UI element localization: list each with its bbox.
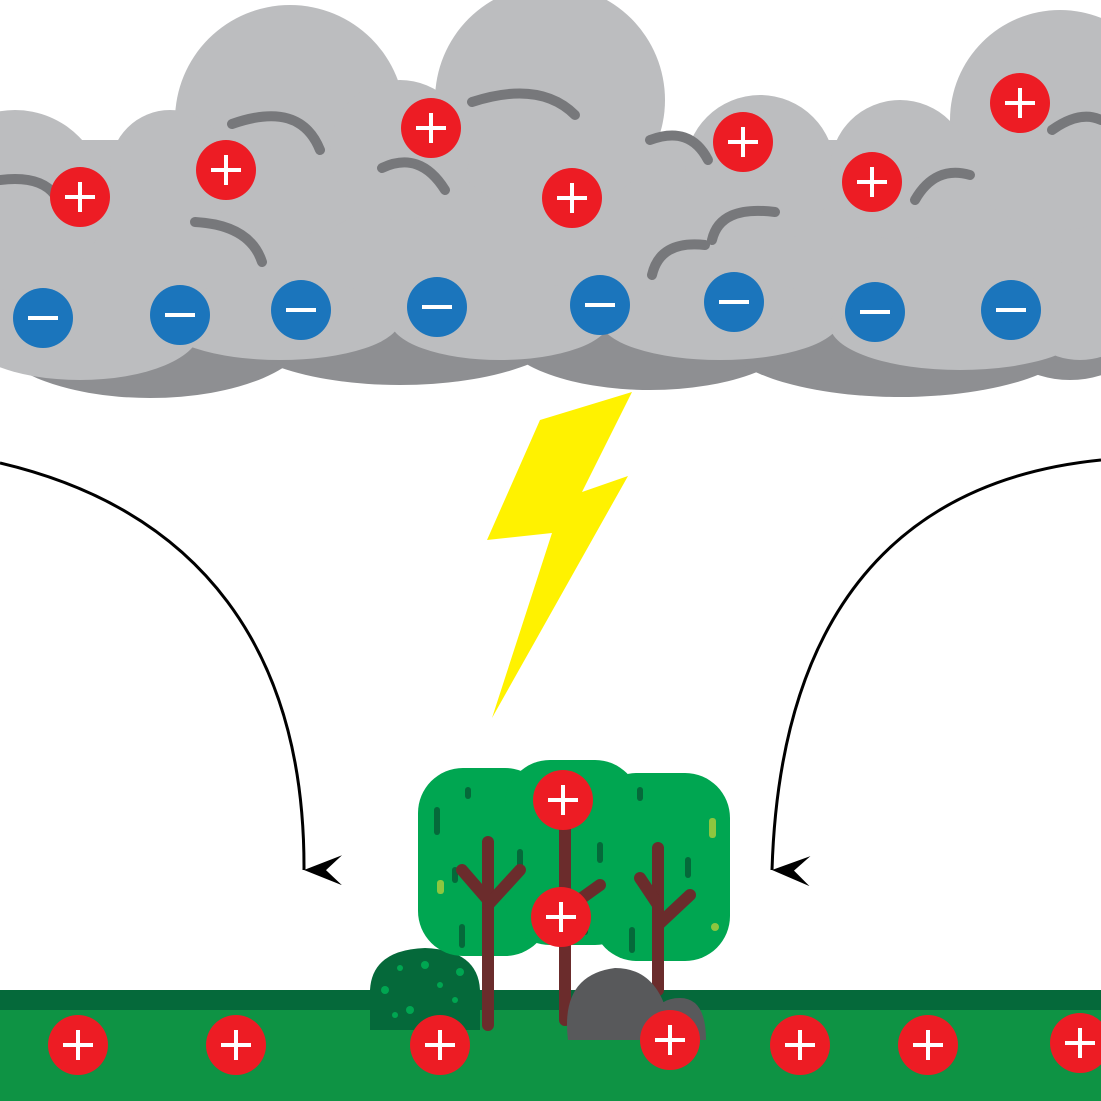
positive-charge-icon [542, 168, 602, 228]
cloud-arcs [0, 88, 1101, 280]
positive-charge-icon [770, 1015, 830, 1075]
charges [13, 73, 1101, 1075]
negative-charge-icon [981, 280, 1041, 340]
positive-charge-icon [842, 152, 902, 212]
positive-charge-icon [48, 1015, 108, 1075]
positive-charge-icon [713, 112, 773, 172]
negative-charge-icon [845, 282, 905, 342]
positive-charge-icon [533, 770, 593, 830]
negative-charge-icon [150, 285, 210, 345]
negative-charge-icon [407, 277, 467, 337]
positive-charge-icon [196, 140, 256, 200]
positive-charge-icon [401, 98, 461, 158]
bush [370, 948, 480, 1030]
negative-charge-icon [570, 275, 630, 335]
negative-charge-icon [271, 280, 331, 340]
positive-charge-icon [50, 167, 110, 227]
left-curved-arrow [0, 461, 343, 886]
ground-top-edge [0, 990, 1101, 1010]
positive-charge-icon [410, 1015, 470, 1075]
positive-charge-icon [990, 73, 1050, 133]
right-curved-arrow [770, 458, 1101, 887]
cloud-body [0, 0, 1101, 380]
positive-charge-icon [206, 1015, 266, 1075]
positive-charge-icon [1050, 1013, 1101, 1073]
positive-charge-icon [531, 887, 591, 947]
negative-charge-icon [13, 288, 73, 348]
positive-charge-icon [898, 1015, 958, 1075]
storm-cloud [0, 0, 1101, 398]
lightning-bolt-icon [487, 392, 632, 718]
negative-charge-icon [704, 272, 764, 332]
positive-charge-icon [640, 1010, 700, 1070]
